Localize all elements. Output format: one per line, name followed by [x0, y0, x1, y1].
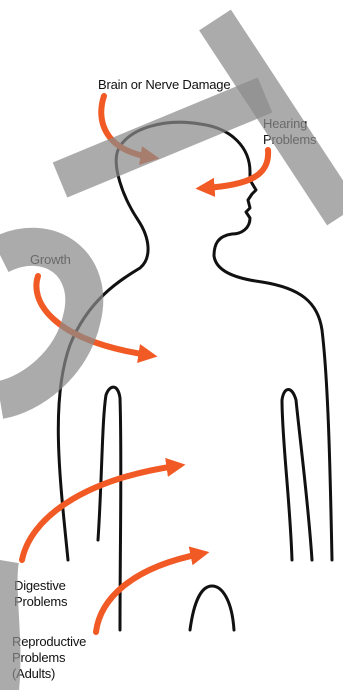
- legs-outline: [190, 586, 234, 630]
- growth-label: Growth: [30, 252, 71, 268]
- reproductive-arrow: [96, 554, 200, 632]
- reproductive-problems-label: Reproductive Problems (Adults): [12, 634, 86, 682]
- growth-arrow: [36, 276, 148, 355]
- hearing-problems-label: Hearing Problems: [263, 116, 316, 148]
- brain-arrow: [101, 96, 150, 157]
- brain-damage-label: Brain or Nerve Damage: [98, 77, 230, 93]
- hearing-arrow: [205, 150, 268, 188]
- digestive-problems-label: Digestive Problems: [14, 578, 67, 610]
- right-arm-outline: [282, 390, 312, 561]
